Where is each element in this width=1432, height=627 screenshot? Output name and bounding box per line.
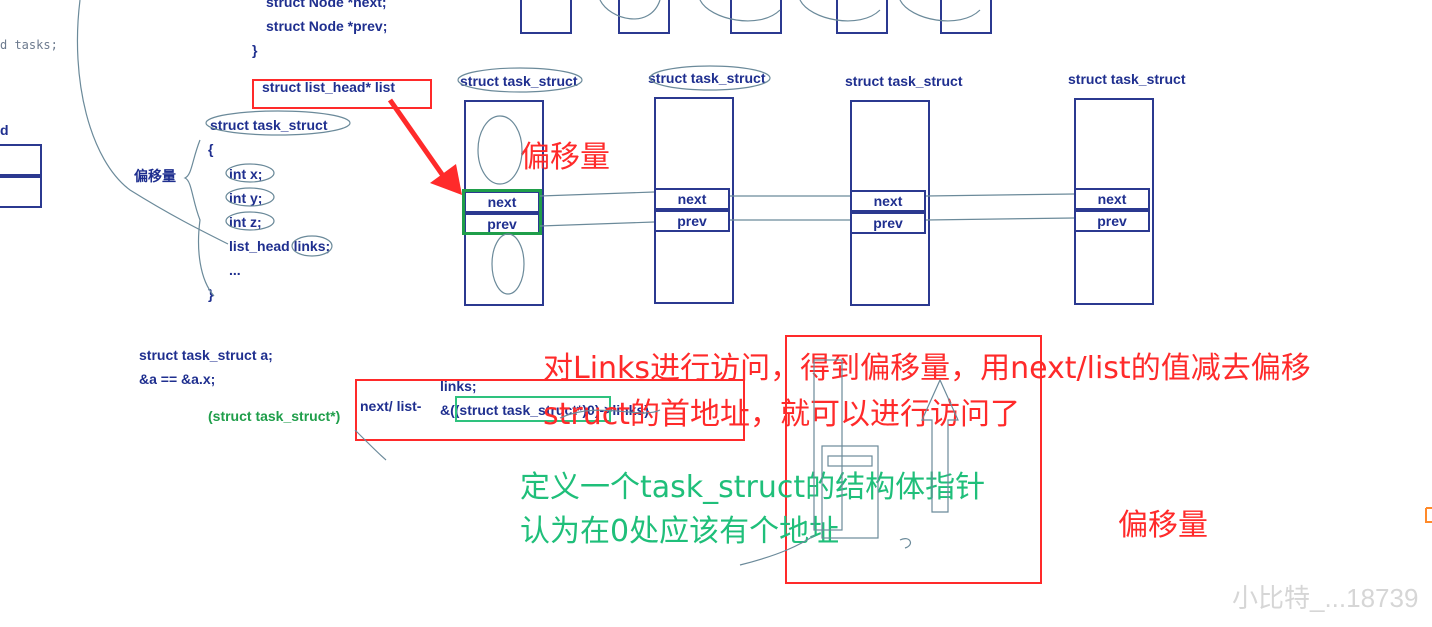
code-close-brace: } xyxy=(252,42,258,58)
offset-label-red-2: 偏移量 xyxy=(1118,508,1208,543)
list-head-decl: struct list_head* list xyxy=(262,79,396,95)
struct-def-header: struct task_struct xyxy=(210,117,328,133)
struct-field-x: int x; xyxy=(229,166,263,182)
node-1-next: next xyxy=(464,191,540,213)
top-box-3 xyxy=(730,0,782,34)
formula-prefix: next/ list- xyxy=(360,398,422,414)
struct-field-links: list_head links; xyxy=(229,238,331,254)
node-1-title: struct task_struct xyxy=(460,73,578,89)
struct-field-ellipsis: ... xyxy=(229,262,241,278)
struct-def-open-brace: { xyxy=(208,141,214,157)
memory-block-box xyxy=(785,335,1042,584)
code-address-equality: &a == &a.x; xyxy=(139,371,216,387)
node-4-prev: prev xyxy=(1074,210,1150,232)
node-4-next: next xyxy=(1074,188,1150,210)
node-1-links-highlight xyxy=(462,189,542,235)
node-4-title: struct task_struct xyxy=(1068,71,1186,87)
offset-label-red: 偏移量 xyxy=(520,140,610,175)
note-struct-address: struct的首地址，就可以进行访问了 xyxy=(543,397,1020,432)
code-cast: (struct task_struct*) xyxy=(208,408,341,424)
top-box-1 xyxy=(520,0,572,34)
note-zero-address: 认为在0处应该有个地址 xyxy=(520,514,840,549)
node-3-prev: prev xyxy=(850,212,926,234)
formula-links: links; xyxy=(440,378,477,394)
top-box-4 xyxy=(836,0,888,34)
left-tasks-fragment: d tasks; xyxy=(0,38,58,52)
list-head-decl-box xyxy=(252,79,432,109)
node-2-title: struct task_struct xyxy=(648,70,766,86)
note-access-links: 对Links进行访问，得到偏移量，用next/list的值减去偏移 xyxy=(543,351,1311,386)
node-2-prev: prev xyxy=(654,210,730,232)
left-cut-box-1 xyxy=(0,144,42,178)
struct-field-z: int z; xyxy=(229,214,262,230)
left-d-fragment: d xyxy=(0,122,9,138)
node-3-next: next xyxy=(850,190,926,212)
struct-def-close-brace: } xyxy=(208,286,214,302)
top-box-5 xyxy=(940,0,992,34)
formula-cast-highlight xyxy=(455,396,611,422)
struct-field-y: int y; xyxy=(229,190,263,206)
node-2-next: next xyxy=(654,188,730,210)
watermark: 小比特_...18739 xyxy=(1232,583,1419,613)
struct-def-offset-label: 偏移量 xyxy=(134,168,176,184)
node-3-title: struct task_struct xyxy=(845,73,963,89)
left-cut-box-2 xyxy=(0,174,42,208)
note-define-pointer: 定义一个task_struct的结构体指针 xyxy=(520,470,986,505)
formula-box xyxy=(355,379,745,441)
code-task-struct-a: struct task_struct a; xyxy=(139,347,273,363)
formula-expr: &((struct task_struct*)0)->links) xyxy=(440,402,649,418)
code-prev-pointer: struct Node *prev; xyxy=(266,18,388,34)
code-next-pointer: struct Node *next; xyxy=(266,0,387,10)
top-box-2 xyxy=(618,0,670,34)
